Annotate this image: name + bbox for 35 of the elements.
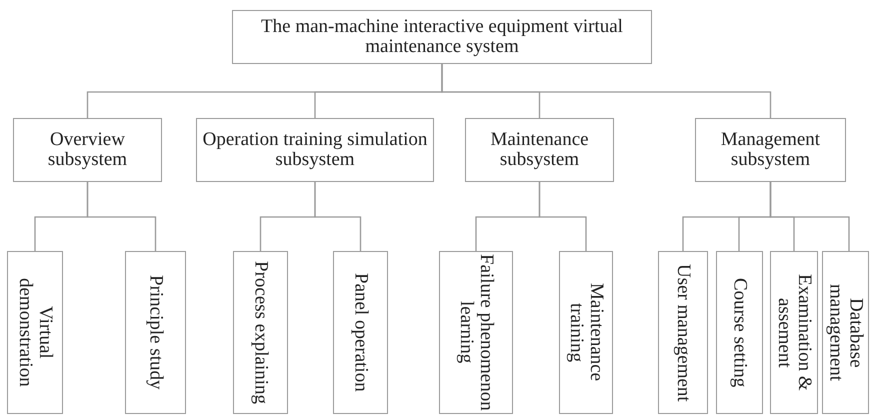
node-label: User management <box>673 264 693 402</box>
module-box <box>439 251 513 414</box>
node-label: Operation training simulation subsystem <box>202 130 428 170</box>
module-box <box>658 251 708 414</box>
module-box <box>7 251 63 414</box>
module-box <box>233 251 288 414</box>
node-label: Overview subsystem <box>46 130 128 170</box>
module-box <box>559 251 613 414</box>
node-label: Maintenance training <box>566 282 606 384</box>
node-label: Panel operation <box>350 273 370 392</box>
connector-line <box>314 182 362 251</box>
node-label: The man-machine interactive equipment virtual maintenance system <box>260 17 624 57</box>
node-label: Failure phenomenon learning <box>456 253 496 413</box>
node-label: Principle study <box>146 275 166 390</box>
subsystem-box <box>196 118 434 182</box>
connector-line <box>770 182 850 251</box>
node-label: Process explaining <box>250 260 270 404</box>
node-label: Course setting <box>730 278 750 388</box>
subsystem-box <box>13 118 162 182</box>
module-box <box>333 251 388 414</box>
node-label: Management subsystem <box>720 130 822 170</box>
node-label: Database management <box>826 282 866 384</box>
module-box <box>716 251 763 414</box>
subsystem-box <box>695 118 846 182</box>
node-label: Virtual demonstration <box>15 277 55 389</box>
node-label: Examination & assement <box>774 273 814 393</box>
subsystem-box <box>465 118 614 182</box>
module-box <box>125 251 186 414</box>
connector-line <box>538 182 587 251</box>
module-box <box>770 251 818 414</box>
connector-line <box>441 64 772 118</box>
connector-line <box>86 182 156 251</box>
module-box <box>822 251 869 414</box>
root-box <box>232 10 652 64</box>
node-label: Maintenance subsystem <box>489 130 590 170</box>
